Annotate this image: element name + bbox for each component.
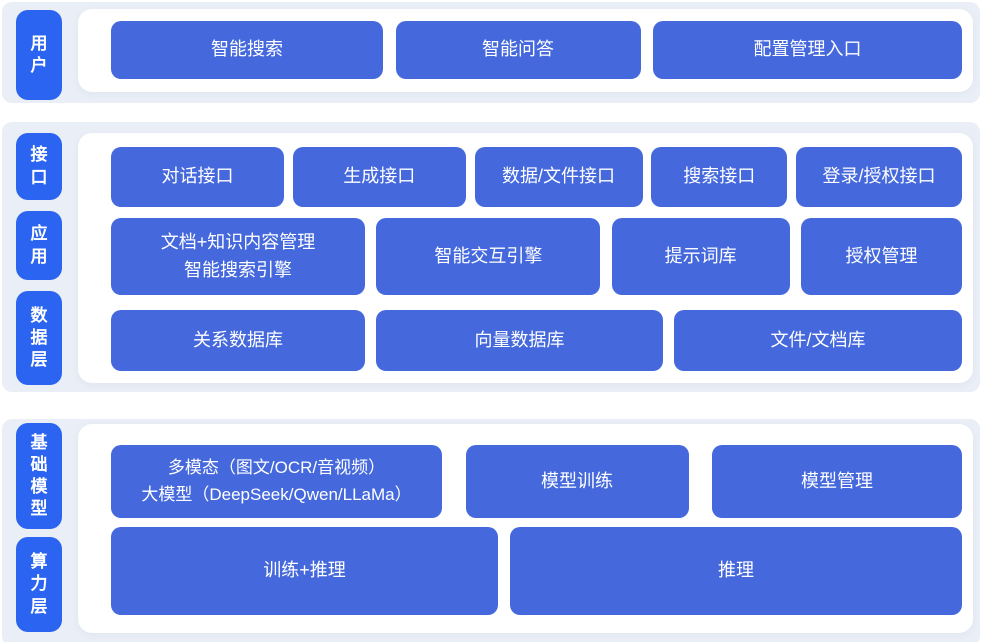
block-login-auth-api: 登录/授权接口 bbox=[796, 147, 962, 207]
block-model-training: 模型训练 bbox=[465, 445, 689, 518]
block-model-management: 模型管理 bbox=[712, 445, 962, 518]
interface-layer-row: 对话接口 生成接口 数据/文件接口 搜索接口 登录/授权接口 bbox=[111, 147, 962, 207]
compute-layer-label: 算 力 层 bbox=[16, 537, 62, 632]
user-layer-band: 用 户 智能搜索 智能问答 配置管理入口 bbox=[2, 2, 980, 103]
block-file-doc-store: 文件/文档库 bbox=[674, 310, 962, 371]
bottom-layers-band: 基 础 模 型 算 力 层 多模态（图文/OCR/音视频） 大模型（DeepSe… bbox=[2, 419, 980, 642]
middle-layers-panel: 对话接口 生成接口 数据/文件接口 搜索接口 登录/授权接口 文档+知识内容管理… bbox=[78, 133, 973, 383]
foundation-model-layer-label: 基 础 模 型 bbox=[16, 423, 62, 529]
block-search-api: 搜索接口 bbox=[651, 147, 788, 207]
application-layer-row: 文档+知识内容管理 智能搜索引擎 智能交互引擎 提示词库 授权管理 bbox=[111, 218, 962, 295]
block-relational-db: 关系数据库 bbox=[111, 310, 365, 371]
block-smart-qa: 智能问答 bbox=[395, 21, 641, 79]
block-auth-management: 授权管理 bbox=[800, 218, 962, 295]
block-vector-db: 向量数据库 bbox=[376, 310, 663, 371]
compute-layer-row: 训练+推理 推理 bbox=[111, 527, 962, 615]
block-config-entry: 配置管理入口 bbox=[653, 21, 962, 79]
bottom-layers-panel: 多模态（图文/OCR/音视频） 大模型（DeepSeek/Qwen/LLaMa）… bbox=[78, 424, 973, 633]
user-layer-panel: 智能搜索 智能问答 配置管理入口 bbox=[78, 9, 973, 92]
user-layer-label: 用 户 bbox=[16, 10, 62, 100]
middle-layers-band: 接 口 应 用 数 据 层 对话接口 生成接口 数据/文件接口 搜索接口 登录/… bbox=[2, 122, 980, 392]
block-prompt-library: 提示词库 bbox=[611, 218, 790, 295]
block-generation-api: 生成接口 bbox=[292, 147, 466, 207]
block-dialog-api: 对话接口 bbox=[111, 147, 284, 207]
application-layer-label: 应 用 bbox=[16, 211, 62, 280]
block-doc-knowledge-engine: 文档+知识内容管理 智能搜索引擎 bbox=[111, 218, 365, 295]
block-multimodal-llm: 多模态（图文/OCR/音视频） 大模型（DeepSeek/Qwen/LLaMa） bbox=[111, 445, 442, 518]
block-interaction-engine: 智能交互引擎 bbox=[376, 218, 601, 295]
block-training-inference: 训练+推理 bbox=[111, 527, 498, 615]
block-smart-search: 智能搜索 bbox=[111, 21, 383, 79]
data-layer-label: 数 据 层 bbox=[16, 291, 62, 385]
block-inference: 推理 bbox=[510, 527, 962, 615]
user-layer-row: 智能搜索 智能问答 配置管理入口 bbox=[111, 21, 962, 79]
block-data-file-api: 数据/文件接口 bbox=[474, 147, 643, 207]
foundation-model-row: 多模态（图文/OCR/音视频） 大模型（DeepSeek/Qwen/LLaMa）… bbox=[111, 445, 962, 518]
interface-layer-label: 接 口 bbox=[16, 133, 62, 200]
data-layer-row: 关系数据库 向量数据库 文件/文档库 bbox=[111, 310, 962, 371]
